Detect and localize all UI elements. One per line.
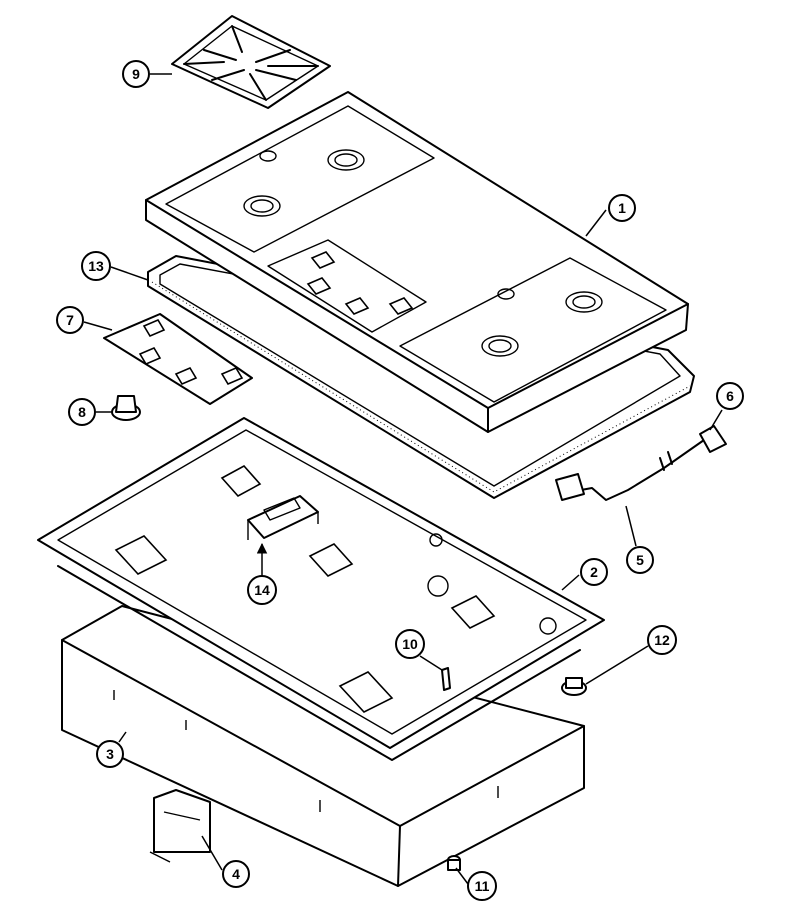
callout-9-label: 9: [132, 66, 140, 82]
screw-part-10: [441, 667, 451, 691]
callout-5-label: 5: [636, 552, 644, 568]
cooktop-main-top: [145, 91, 689, 433]
burner-grate: [171, 15, 331, 109]
screw-part-11: [447, 855, 461, 871]
leader-lines: [83, 73, 723, 885]
callout-12-label: 12: [654, 632, 670, 648]
callout-13-label: 13: [88, 258, 104, 274]
callout-4-label: 4: [232, 866, 240, 882]
callout-14: 14: [247, 575, 277, 605]
power-cord-harness: [555, 425, 727, 501]
callout-3-label: 3: [106, 746, 114, 762]
callout-10-label: 10: [402, 636, 418, 652]
callout-4: 4: [222, 860, 250, 888]
callout-10: 10: [395, 629, 425, 659]
callout-8-label: 8: [78, 404, 86, 420]
side-bracket: [149, 789, 211, 863]
callout-9: 9: [122, 60, 150, 88]
callout-7: 7: [56, 306, 84, 334]
callout-7-label: 7: [66, 312, 74, 328]
burner-box: [61, 605, 585, 887]
callout-2-label: 2: [590, 564, 598, 580]
callout-11: 11: [467, 871, 497, 901]
control-panel-overlay: [103, 313, 253, 405]
callout-1-label: 1: [618, 200, 626, 216]
callout-2: 2: [580, 558, 608, 586]
callout-5: 5: [626, 546, 654, 574]
callout-8: 8: [68, 398, 96, 426]
callout-11-label: 11: [475, 878, 490, 894]
grommet-part-12: [561, 677, 587, 696]
callout-6-label: 6: [726, 388, 734, 404]
cooktop-bottom-pan: [37, 417, 605, 761]
mounting-bracket: [247, 495, 319, 540]
control-knob: [111, 395, 141, 421]
callout-13: 13: [81, 251, 111, 281]
callout-14-label: 14: [254, 582, 270, 598]
callout-12: 12: [647, 625, 677, 655]
callout-1: 1: [608, 194, 636, 222]
callout-6: 6: [716, 382, 744, 410]
callout-3: 3: [96, 740, 124, 768]
